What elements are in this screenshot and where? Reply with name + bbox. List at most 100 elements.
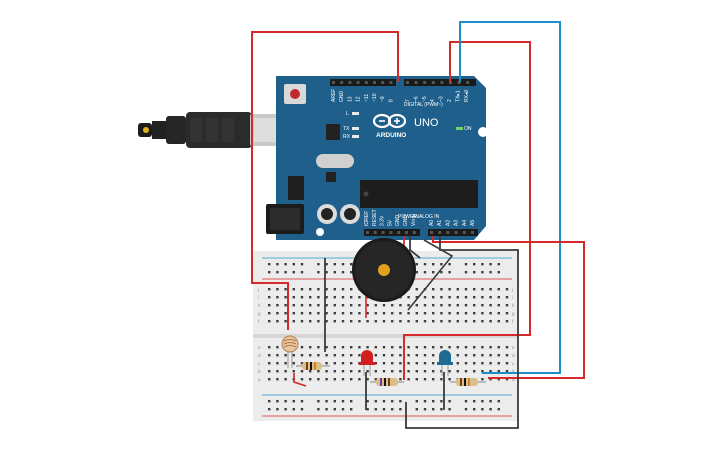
breadboard-hole[interactable] bbox=[407, 370, 410, 373]
breadboard-hole[interactable] bbox=[415, 346, 418, 349]
breadboard-hole[interactable] bbox=[292, 271, 295, 274]
breadboard-hole[interactable] bbox=[333, 378, 336, 381]
breadboard-hole[interactable] bbox=[317, 312, 320, 315]
breadboard-hole[interactable] bbox=[268, 263, 271, 266]
breadboard-hole[interactable] bbox=[489, 400, 492, 403]
breadboard-hole[interactable] bbox=[423, 362, 427, 365]
breadboard-hole[interactable] bbox=[284, 320, 287, 323]
breadboard-hole[interactable] bbox=[473, 346, 476, 349]
breadboard-hole[interactable] bbox=[325, 400, 328, 403]
wire-dark-buzzer[interactable] bbox=[407, 239, 454, 311]
breadboard-hole[interactable] bbox=[366, 408, 369, 411]
breadboard-hole[interactable] bbox=[276, 362, 279, 365]
breadboard-hole[interactable] bbox=[407, 346, 410, 349]
breadboard-hole[interactable] bbox=[300, 354, 304, 357]
header-pin[interactable] bbox=[397, 231, 401, 234]
breadboard-hole[interactable] bbox=[284, 263, 287, 266]
breadboard-hole[interactable] bbox=[456, 354, 459, 357]
breadboard-hole[interactable] bbox=[456, 370, 459, 373]
breadboard-hole[interactable] bbox=[415, 354, 418, 357]
breadboard-hole[interactable] bbox=[350, 400, 353, 403]
breadboard-hole[interactable] bbox=[374, 320, 377, 323]
breadboard-hole[interactable] bbox=[464, 354, 468, 357]
breadboard-hole[interactable] bbox=[415, 312, 418, 315]
header-pin[interactable] bbox=[423, 81, 427, 84]
breadboard-hole[interactable] bbox=[440, 400, 443, 403]
breadboard-hole[interactable] bbox=[448, 370, 451, 373]
breadboard-hole[interactable] bbox=[473, 370, 476, 373]
breadboard-hole[interactable] bbox=[440, 370, 443, 373]
breadboard-hole[interactable] bbox=[456, 346, 459, 349]
breadboard-hole[interactable] bbox=[497, 370, 500, 373]
breadboard-hole[interactable] bbox=[341, 354, 345, 357]
breadboard-hole[interactable] bbox=[481, 378, 484, 381]
breadboard-hole[interactable] bbox=[292, 304, 295, 307]
header-pin[interactable] bbox=[381, 81, 385, 84]
breadboard-hole[interactable] bbox=[284, 288, 287, 291]
breadboard-hole[interactable] bbox=[423, 378, 427, 381]
breadboard-hole[interactable] bbox=[481, 288, 484, 291]
breadboard-hole[interactable] bbox=[333, 408, 336, 411]
breadboard-hole[interactable] bbox=[432, 271, 435, 274]
breadboard-hole[interactable] bbox=[481, 320, 484, 323]
breadboard-hole[interactable] bbox=[505, 354, 509, 357]
breadboard-hole[interactable] bbox=[432, 304, 435, 307]
breadboard-hole[interactable] bbox=[391, 346, 394, 349]
breadboard-hole[interactable] bbox=[292, 408, 295, 411]
breadboard-hole[interactable] bbox=[456, 362, 459, 365]
breadboard-hole[interactable] bbox=[309, 312, 312, 315]
breadboard-hole[interactable] bbox=[309, 320, 312, 323]
breadboard-hole[interactable] bbox=[333, 400, 336, 403]
breadboard-hole[interactable] bbox=[415, 263, 418, 266]
breadboard-hole[interactable] bbox=[300, 362, 304, 365]
breadboard-hole[interactable] bbox=[456, 288, 459, 291]
breadboard-hole[interactable] bbox=[268, 362, 271, 365]
breadboard-hole[interactable] bbox=[309, 354, 312, 357]
breadboard-hole[interactable] bbox=[456, 312, 459, 315]
breadboard-hole[interactable] bbox=[407, 312, 410, 315]
breadboard-hole[interactable] bbox=[382, 370, 386, 373]
breadboard-hole[interactable] bbox=[440, 312, 443, 315]
breadboard-hole[interactable] bbox=[333, 362, 336, 365]
breadboard-hole[interactable] bbox=[292, 288, 295, 291]
breadboard-hole[interactable] bbox=[382, 304, 386, 307]
breadboard-hole[interactable] bbox=[300, 370, 304, 373]
breadboard-hole[interactable] bbox=[464, 346, 468, 349]
header-pin[interactable] bbox=[366, 231, 369, 234]
breadboard-hole[interactable] bbox=[374, 408, 377, 411]
breadboard-hole[interactable] bbox=[440, 408, 443, 411]
breadboard-hole[interactable] bbox=[341, 271, 345, 274]
breadboard-hole[interactable] bbox=[268, 370, 271, 373]
breadboard-hole[interactable] bbox=[374, 362, 377, 365]
breadboard-hole[interactable] bbox=[497, 400, 500, 403]
breadboard-hole[interactable] bbox=[309, 304, 312, 307]
breadboard-hole[interactable] bbox=[391, 408, 394, 411]
breadboard-hole[interactable] bbox=[300, 288, 304, 291]
breadboard-hole[interactable] bbox=[268, 320, 271, 323]
breadboard-hole[interactable] bbox=[415, 296, 418, 299]
breadboard-hole[interactable] bbox=[300, 320, 304, 323]
breadboard-hole[interactable] bbox=[407, 320, 410, 323]
breadboard-hole[interactable] bbox=[300, 400, 304, 403]
wire-dark-power[interactable] bbox=[409, 236, 421, 259]
breadboard-hole[interactable] bbox=[399, 312, 402, 315]
breadboard-hole[interactable] bbox=[284, 400, 287, 403]
breadboard-hole[interactable] bbox=[448, 312, 451, 315]
header-pin[interactable] bbox=[446, 231, 450, 234]
power-jack[interactable] bbox=[266, 204, 304, 234]
breadboard-hole[interactable] bbox=[284, 304, 287, 307]
breadboard-hole[interactable] bbox=[423, 370, 427, 373]
breadboard-hole[interactable] bbox=[456, 296, 459, 299]
breadboard-hole[interactable] bbox=[374, 400, 377, 403]
breadboard-hole[interactable] bbox=[399, 346, 402, 349]
breadboard-hole[interactable] bbox=[317, 304, 320, 307]
breadboard-hole[interactable] bbox=[317, 320, 320, 323]
breadboard-hole[interactable] bbox=[325, 362, 328, 365]
breadboard-hole[interactable] bbox=[489, 304, 492, 307]
breadboard-hole[interactable] bbox=[358, 370, 361, 373]
breadboard-hole[interactable] bbox=[448, 271, 451, 274]
breadboard-hole[interactable] bbox=[464, 408, 468, 411]
breadboard-hole[interactable] bbox=[341, 362, 345, 365]
breadboard-hole[interactable] bbox=[415, 288, 418, 291]
